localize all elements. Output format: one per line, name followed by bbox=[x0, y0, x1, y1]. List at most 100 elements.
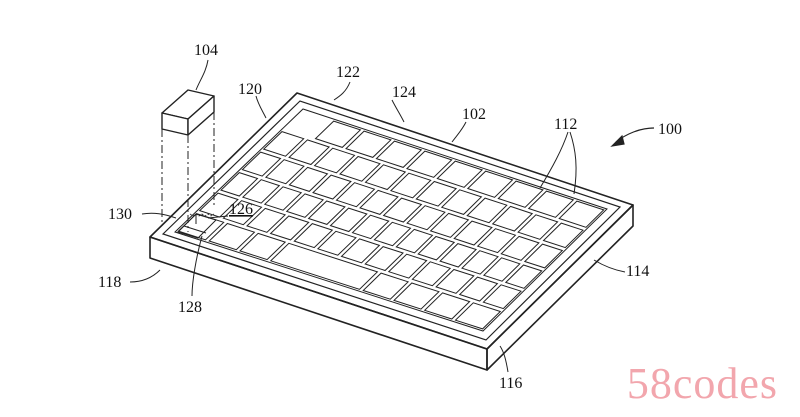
ref-102: 102 bbox=[462, 106, 486, 123]
key bbox=[359, 189, 399, 215]
key bbox=[316, 230, 357, 256]
key bbox=[313, 147, 356, 174]
ref-124: 124 bbox=[392, 84, 416, 101]
key bbox=[208, 222, 256, 251]
key bbox=[246, 207, 287, 233]
key bbox=[395, 228, 434, 254]
ref-116: 116 bbox=[499, 375, 522, 392]
key bbox=[527, 190, 575, 218]
key bbox=[466, 197, 508, 224]
leader-120 bbox=[255, 95, 267, 119]
key bbox=[375, 140, 423, 168]
key bbox=[393, 282, 440, 310]
key bbox=[517, 214, 559, 240]
key bbox=[415, 180, 458, 207]
ref-104: 104 bbox=[194, 42, 218, 59]
leader-114 bbox=[593, 259, 626, 273]
ref-128: 128 bbox=[178, 299, 202, 316]
key bbox=[382, 197, 423, 223]
watermark: 58codes bbox=[626, 359, 778, 408]
key bbox=[440, 189, 483, 215]
ref-118: 118 bbox=[98, 274, 121, 291]
key bbox=[269, 215, 310, 241]
key bbox=[439, 243, 478, 268]
key bbox=[364, 164, 407, 191]
key bbox=[500, 235, 540, 261]
key bbox=[263, 186, 303, 211]
leader-128 bbox=[191, 235, 203, 297]
key bbox=[454, 302, 502, 330]
key bbox=[491, 205, 534, 232]
key bbox=[364, 246, 404, 272]
key bbox=[461, 250, 499, 275]
key bbox=[411, 261, 452, 287]
key bbox=[429, 212, 470, 238]
key bbox=[476, 228, 517, 254]
key bbox=[312, 174, 352, 200]
key bbox=[362, 272, 410, 300]
arrow-100-head bbox=[610, 134, 625, 147]
space-bar-key bbox=[269, 242, 379, 290]
ref-112: 112 bbox=[554, 116, 577, 133]
ref-126: 126 bbox=[229, 201, 253, 218]
ref-114: 114 bbox=[626, 263, 649, 280]
inner-frame bbox=[161, 100, 622, 341]
key bbox=[293, 223, 334, 249]
key bbox=[435, 268, 475, 294]
key bbox=[558, 200, 605, 228]
key bbox=[373, 221, 412, 247]
leader-102 bbox=[451, 121, 467, 143]
key bbox=[482, 257, 521, 282]
key bbox=[288, 166, 329, 192]
key bbox=[329, 207, 368, 233]
ref-100: 100 bbox=[658, 121, 682, 138]
key bbox=[542, 222, 584, 249]
key bbox=[262, 131, 305, 157]
key bbox=[387, 253, 428, 279]
key bbox=[220, 172, 259, 197]
removed-key-cap bbox=[161, 89, 215, 136]
leader-122 bbox=[333, 81, 351, 101]
key-slot-hatch bbox=[189, 213, 215, 217]
key bbox=[314, 120, 362, 148]
projection-lines bbox=[161, 112, 215, 232]
key bbox=[458, 276, 499, 302]
key bbox=[497, 180, 544, 208]
key bbox=[504, 264, 543, 289]
ref-120: 120 bbox=[238, 81, 262, 98]
key bbox=[482, 284, 522, 310]
leader-118 bbox=[129, 269, 161, 283]
key-slot-outline bbox=[177, 213, 217, 239]
key-grid bbox=[177, 120, 605, 330]
key bbox=[285, 193, 325, 218]
key bbox=[307, 200, 346, 225]
key bbox=[264, 159, 305, 185]
key bbox=[340, 238, 381, 264]
leader-104 bbox=[195, 59, 209, 91]
key bbox=[288, 139, 331, 166]
ref-122: 122 bbox=[336, 64, 360, 81]
key bbox=[222, 200, 263, 226]
key-slot-floor bbox=[183, 225, 207, 234]
leader-124 bbox=[391, 99, 405, 123]
key bbox=[436, 160, 484, 188]
key bbox=[523, 243, 564, 269]
key bbox=[453, 220, 493, 246]
leader-116 bbox=[499, 345, 509, 373]
key bbox=[241, 151, 282, 177]
leader-112b bbox=[569, 131, 577, 195]
base-right-face bbox=[486, 204, 634, 371]
leader-130 bbox=[141, 212, 177, 219]
leader-lines bbox=[129, 59, 626, 373]
ref-130: 130 bbox=[108, 206, 132, 223]
key bbox=[241, 179, 281, 204]
keyboard-base bbox=[149, 92, 634, 371]
key bbox=[417, 235, 456, 261]
key bbox=[423, 292, 471, 320]
key bbox=[389, 172, 432, 199]
key-area bbox=[174, 108, 608, 332]
key bbox=[406, 205, 446, 231]
key bbox=[345, 130, 392, 158]
